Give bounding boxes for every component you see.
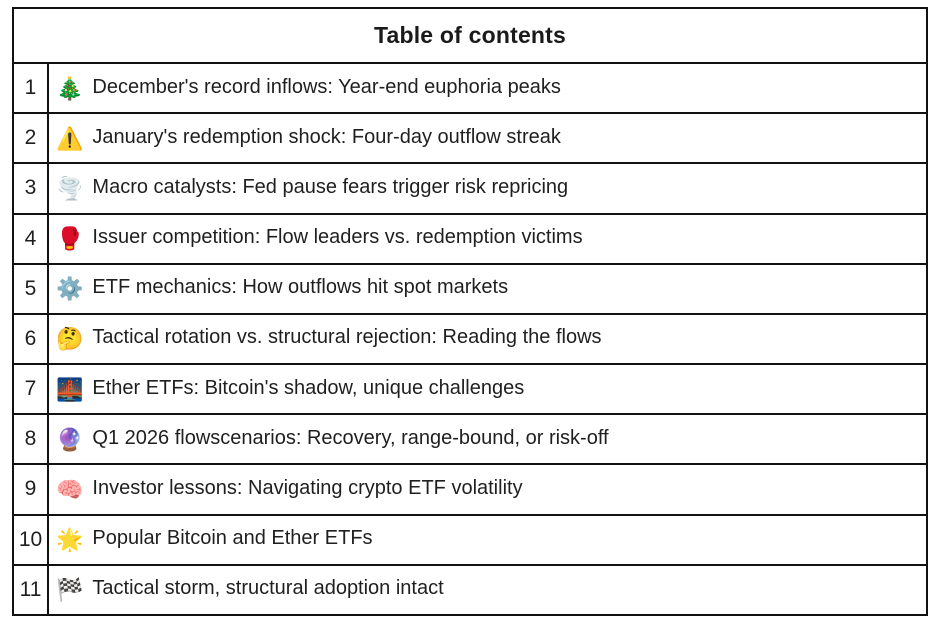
toc-entry-title: Investor lessons: Navigating crypto ETF …: [92, 477, 523, 500]
toc-entry-number: 4: [12, 212, 49, 265]
toc-row[interactable]: 10 🌟 Popular Bitcoin and Ether ETFs: [12, 513, 928, 566]
toc-entry-number: 6: [12, 312, 49, 366]
toc-entry-number: 9: [12, 463, 49, 516]
toc-entry-number: 5: [12, 262, 49, 315]
toc-row[interactable]: 6 🤔 Tactical rotation vs. structural reje…: [12, 312, 928, 366]
checkered-flag-icon: 🏁: [56, 578, 84, 604]
bridge-at-night-icon: 🌉: [56, 377, 84, 403]
toc-entry-title: Q1 2026 flowscenarios: Recovery, range-b…: [92, 427, 609, 449]
toc-row[interactable]: 9 🧠 Investor lessons: Navigating crypto E…: [12, 463, 928, 516]
toc-entry-number: 10: [12, 513, 49, 566]
toc-header-row: Table of contents: [12, 7, 928, 64]
toc-entry-title: Ether ETFs: Bitcoin's shadow, unique cha…: [92, 376, 525, 399]
glowing-star-icon: 🌟: [56, 528, 84, 554]
toc-row[interactable]: 5 ⚙️ ETF mechanics: How outflows hit spot…: [12, 262, 928, 315]
toc-row[interactable]: 7 🌉 Ether ETFs: Bitcoin's shadow, unique …: [12, 363, 928, 416]
toc-entry-number: 7: [12, 363, 49, 416]
toc-entry-title: Macro catalysts: Fed pause fears trigger…: [92, 176, 569, 199]
thinking-face-icon: 🤔: [56, 327, 84, 353]
toc-entry-title: Popular Bitcoin and Ether ETFs: [92, 527, 373, 550]
toc-entry-title: ETF mechanics: How outflows hit spot mar…: [92, 276, 509, 299]
tornado-icon: 🌪️: [56, 176, 84, 202]
gear-icon: ⚙️: [56, 277, 84, 303]
toc-entry-number: 8: [12, 413, 49, 466]
toc-row[interactable]: 8 🔮 Q1 2026 flowscenarios: Recovery, rang…: [12, 413, 928, 466]
page-title: Table of contents: [12, 7, 928, 64]
boxing-glove-icon: 🥊: [56, 227, 84, 253]
toc-row[interactable]: 4 🥊 Issuer competition: Flow leaders vs. …: [12, 212, 928, 265]
toc-entry-title: January's redemption shock: Four-day out…: [92, 125, 561, 148]
toc-entry-number: 2: [12, 112, 49, 165]
toc-entry-number: 3: [12, 162, 49, 215]
christmas-tree-icon: 🎄: [56, 76, 84, 102]
toc-entry-title: December's record inflows: Year-end euph…: [92, 75, 561, 98]
toc-entry-title: Tactical storm, structural adoption inta…: [92, 577, 444, 600]
warning-icon: ⚠️: [56, 126, 84, 152]
table-of-contents: Table of contents 1 🎄 December's record i…: [12, 7, 928, 617]
brain-icon: 🧠: [56, 477, 84, 503]
toc-entry-number: 1: [12, 61, 49, 115]
toc-row[interactable]: 3 🌪️ Macro catalysts: Fed pause fears tri…: [12, 162, 928, 215]
toc-entry-number: 11: [12, 563, 49, 617]
toc-row[interactable]: 11 🏁 Tactical storm, structural adoption …: [12, 563, 928, 617]
toc-row[interactable]: 1 🎄 December's record inflows: Year-end e…: [12, 61, 928, 115]
toc-entry-title: Issuer competition: Flow leaders vs. red…: [92, 226, 583, 249]
crystal-ball-icon: 🔮: [56, 427, 84, 453]
toc-row[interactable]: 2 ⚠️ January's redemption shock: Four-day…: [12, 112, 928, 165]
toc-entry-title: Tactical rotation vs. structural rejecti…: [92, 326, 602, 349]
toc-body: 1 🎄 December's record inflows: Year-end e…: [12, 61, 928, 617]
